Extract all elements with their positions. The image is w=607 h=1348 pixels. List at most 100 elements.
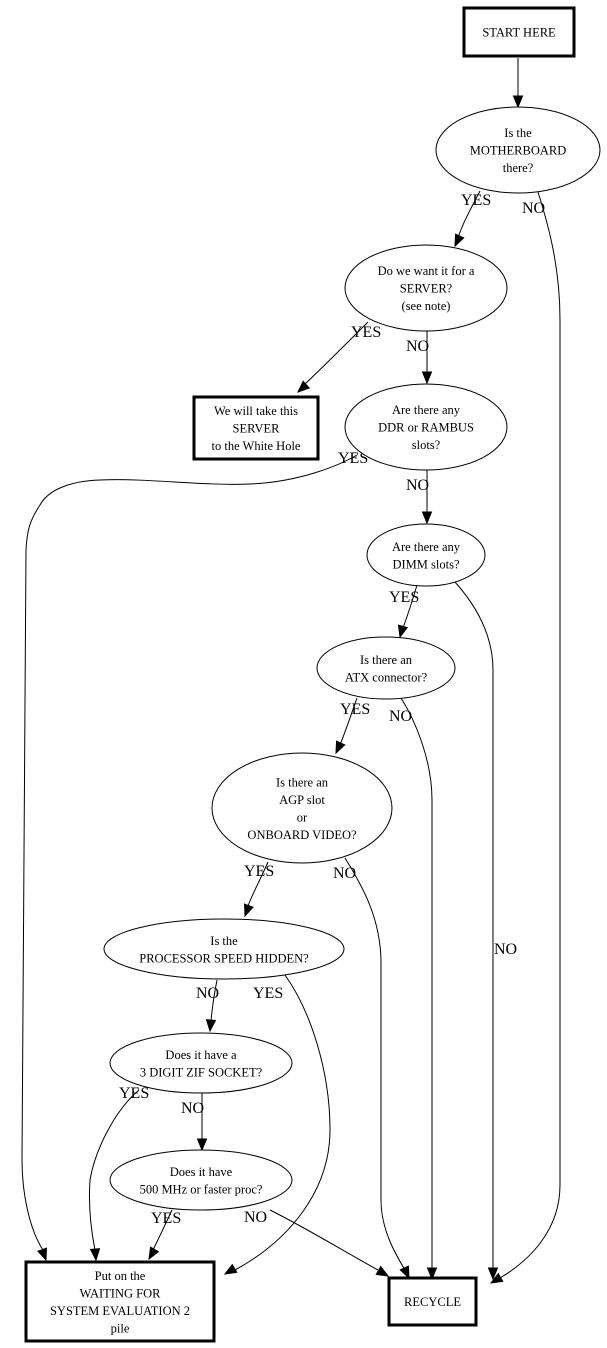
node-text-line: Is the — [504, 126, 532, 140]
node-box — [462, 6, 576, 58]
node-box — [387, 1276, 478, 1327]
edge-server-to-white_hole: YES — [297, 321, 381, 393]
arrowhead-icon — [196, 1138, 208, 1152]
edge-line — [247, 861, 269, 907]
node-ellipse — [103, 918, 345, 980]
node-text-line: SERVER — [233, 422, 281, 436]
edge-label-no: NO — [181, 1100, 204, 1117]
edge-dimm-to-recycle: NO — [454, 581, 517, 1281]
edge-line — [21, 454, 358, 1251]
node-text-line: Is there an — [276, 775, 329, 789]
edge-ddr-to-dimm: NO — [406, 470, 433, 525]
node-text-line: there? — [503, 161, 534, 175]
edge-label-no: NO — [406, 338, 429, 355]
node-text-line: Does it have a — [165, 1048, 237, 1062]
node-text-line: START HERE — [482, 26, 556, 40]
node-ellipse — [109, 1149, 293, 1211]
node-box — [24, 1260, 216, 1343]
arrowhead-icon — [335, 740, 346, 755]
node-text-line: AGP slot — [279, 793, 325, 807]
edge-label-yes: YES — [119, 1085, 149, 1102]
edge-line — [339, 697, 358, 746]
edge-label-yes: YES — [253, 985, 283, 1002]
node-text-line: Are there any — [392, 403, 461, 417]
node-ellipse — [344, 383, 508, 471]
arrowhead-icon — [375, 1265, 390, 1277]
edge-line — [234, 974, 331, 1271]
node-text-line: MOTHERBOARD — [470, 144, 567, 158]
edge-line — [402, 584, 418, 629]
node-zif: Does it have a 3 DIGIT ZIF SOCKET? — [109, 1032, 293, 1094]
node-text-line: RECYCLE — [404, 1295, 461, 1309]
edge-line — [499, 191, 561, 1279]
edge-label-no: NO — [522, 200, 545, 217]
edge-line — [454, 581, 494, 1270]
edge-label-yes: YES — [338, 450, 368, 467]
arrowhead-icon — [205, 1019, 217, 1033]
node-text-line: ATX connector? — [345, 670, 428, 684]
edge-dimm-to-atx: YES — [389, 584, 419, 639]
edge-atx-to-agp: YES — [335, 697, 370, 755]
edge-ddr-to-waiting: YES — [21, 450, 368, 1262]
node-text-line: SERVER? — [400, 282, 453, 296]
node-text-line: WAITING FOR — [80, 1286, 162, 1300]
node-text-line: SYSTEM EVALUATION 2 — [50, 1304, 190, 1318]
edge-motherboard-to-recycle: NO — [489, 191, 561, 1284]
edge-atx-to-recycle: NO — [389, 697, 438, 1281]
arrowhead-icon — [148, 1246, 160, 1261]
node-text-line: 3 DIGIT ZIF SOCKET? — [140, 1065, 263, 1079]
node-text-line: or — [297, 810, 308, 824]
arrowhead-icon — [397, 624, 409, 639]
edge-label-yes: YES — [461, 192, 491, 209]
edge-mhz-to-recycle: NO — [244, 1209, 390, 1277]
edge-zif-to-mhz: NO — [181, 1093, 208, 1152]
edge-server-to-ddr: NO — [406, 331, 433, 385]
node-start: START HERE — [462, 6, 576, 58]
edge-line — [304, 321, 369, 385]
arrowhead-icon — [244, 903, 254, 918]
arrowhead-icon — [421, 371, 433, 385]
arrowhead-icon — [512, 95, 524, 109]
edge-line — [344, 857, 406, 1271]
node-ellipse — [344, 244, 508, 332]
node-text-line: Put on the — [95, 1269, 146, 1283]
edge-line — [88, 1089, 140, 1251]
arrowhead-icon — [454, 233, 465, 248]
edge-line — [269, 1209, 379, 1271]
edge-line — [210, 979, 218, 1022]
edge-speed_hidden-to-zif: NO — [196, 979, 219, 1033]
arrowhead-icon — [89, 1248, 101, 1262]
arrowhead-icon — [489, 1272, 504, 1284]
arrowhead-icon — [37, 1247, 47, 1262]
node-ellipse — [109, 1032, 293, 1094]
edge-label-no: NO — [196, 985, 219, 1002]
node-box — [192, 395, 320, 461]
edge-motherboard-to-server: YES — [454, 190, 491, 248]
edge-label-no: NO — [333, 865, 356, 882]
node-text-line: slots? — [412, 438, 441, 452]
node-text-line: PROCESSOR SPEED HIDDEN? — [139, 951, 309, 965]
edge-label-no: NO — [244, 1209, 267, 1226]
node-text-line: Does it have — [170, 1165, 233, 1179]
arrowhead-icon — [399, 1265, 410, 1280]
arrowhead-icon — [223, 1263, 238, 1275]
node-recycle: RECYCLE — [387, 1276, 478, 1327]
arrowhead-icon — [487, 1267, 499, 1281]
node-text-line: Is the — [210, 934, 238, 948]
node-text-line: pile — [111, 1321, 130, 1335]
node-ellipse — [316, 636, 456, 700]
arrowhead-icon — [426, 1267, 438, 1281]
node-ellipse — [435, 106, 601, 194]
node-text-line: to the White Hole — [212, 439, 301, 453]
arrowhead-icon — [297, 380, 311, 393]
